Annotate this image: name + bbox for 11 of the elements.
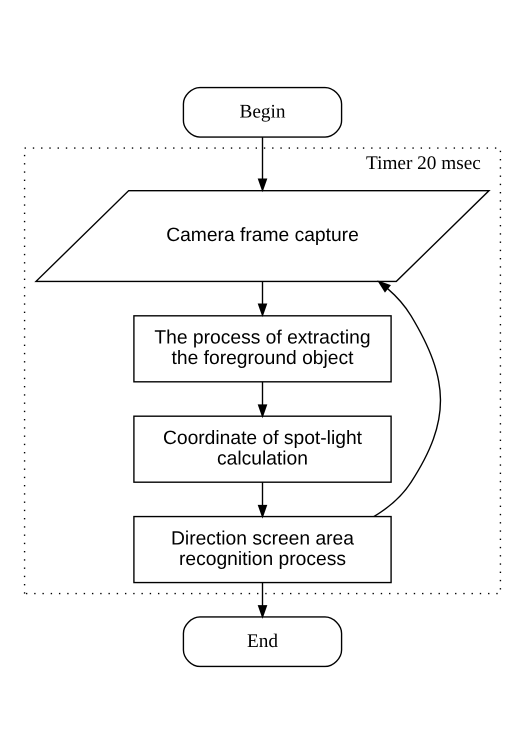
arrow — [258, 582, 268, 618]
node-box: Coordinate of spot-light calculation — [133, 415, 392, 482]
arrow — [258, 382, 268, 418]
node-box: The process of extracting the foreground object — [133, 314, 392, 382]
node-box: End — [182, 616, 342, 667]
arrow — [258, 137, 268, 192]
arrow — [258, 281, 268, 317]
arrow — [373, 280, 442, 517]
arrow — [258, 482, 268, 518]
node-box: Direction screen area recognition process — [133, 515, 392, 583]
node-box: Begin — [182, 86, 342, 138]
